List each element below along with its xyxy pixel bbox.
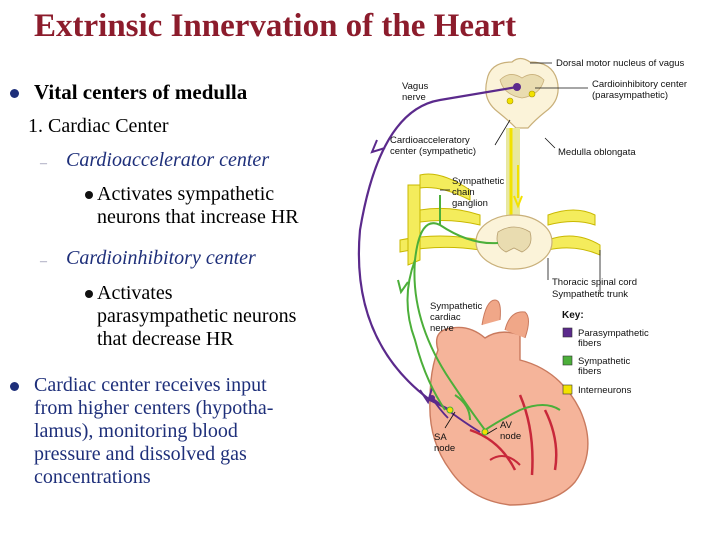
key-label-interneurons: Interneurons bbox=[578, 385, 632, 396]
label-vagus: Vagus nerve bbox=[402, 81, 431, 103]
slide-title: Extrinsic Innervation of the Heart bbox=[34, 8, 517, 44]
dash-marker: – bbox=[40, 156, 47, 171]
medulla-oblongata bbox=[485, 57, 559, 129]
key-label-parasympathetic: Parasympathetic fibers bbox=[578, 328, 651, 349]
arrow-icon bbox=[397, 279, 409, 295]
label-cardioinhibitory: Cardioinhibitory center (parasympathetic… bbox=[592, 79, 690, 101]
bullet-line: lamus), monitoring blood bbox=[34, 420, 238, 442]
label-trunk: Sympathetic trunk bbox=[552, 289, 628, 300]
bullet-line: concentrations bbox=[34, 466, 151, 488]
key-heading: Key: bbox=[562, 310, 584, 321]
bullet-cardiac-input: Cardiac center receives input from highe… bbox=[34, 374, 334, 489]
dash-marker: – bbox=[40, 254, 47, 269]
leader-lines bbox=[440, 62, 601, 435]
sub-cardioinhibitory: Cardioinhibitory center bbox=[66, 247, 256, 269]
label-ganglion: Sympathetic chain ganglion bbox=[452, 176, 507, 209]
bullet-line: from higher centers (hypotha- bbox=[34, 397, 274, 419]
sympathetic-fibers bbox=[406, 195, 561, 431]
key-swatch-sympathetic bbox=[562, 355, 573, 366]
label-thoracic: Thoracic spinal cord bbox=[552, 277, 637, 288]
detail-sympathetic: Activates sympathetic neurons that incre… bbox=[97, 183, 299, 229]
legend-key: Key: Parasympathetic fibers Sympathetic … bbox=[562, 310, 651, 396]
label-av-node: AV node bbox=[500, 420, 521, 442]
label-dorsal-motor: Dorsal motor nucleus of vagus bbox=[556, 58, 685, 69]
key-swatch-parasympathetic bbox=[562, 327, 573, 338]
detail-line: Activates bbox=[97, 282, 173, 304]
bullet-dot bbox=[85, 290, 93, 298]
bullet-dot bbox=[10, 382, 19, 391]
bullet-vital-centers: Vital centers of medulla bbox=[34, 80, 248, 104]
av-node-marker bbox=[481, 428, 489, 436]
arrow-down-icon bbox=[513, 195, 523, 209]
sub-cardioaccelerator: Cardioaccelerator center bbox=[66, 149, 270, 171]
label-sa-node: SA node bbox=[434, 432, 455, 454]
key-label-sympathetic: Sympathetic fibers bbox=[578, 356, 633, 377]
detail-line: neurons that increase HR bbox=[97, 206, 299, 228]
bullet-line: Cardiac center receives input bbox=[34, 374, 267, 396]
arrow-icon bbox=[370, 139, 386, 154]
thoracic-spinal-cord bbox=[475, 214, 553, 270]
bullet-line: pressure and dissolved gas bbox=[34, 443, 247, 465]
label-cardioacceleratory: Cardioacceleratory center (sympathetic) bbox=[390, 135, 476, 157]
detail-line: that decrease HR bbox=[97, 328, 234, 350]
detail-line: Activates sympathetic bbox=[97, 183, 275, 205]
arrow-icon bbox=[419, 387, 433, 405]
label-medulla: Medulla oblongata bbox=[558, 147, 636, 158]
label-cardiac-nerve: Sympathetic cardiac nerve bbox=[430, 301, 485, 334]
sa-node-marker bbox=[446, 406, 454, 414]
bullet-dot bbox=[10, 89, 19, 98]
detail-parasympathetic: Activates parasympathetic neurons that d… bbox=[97, 282, 296, 351]
vagus-fiber bbox=[357, 85, 518, 411]
item-cardiac-center: 1. Cardiac Center bbox=[28, 115, 169, 137]
bullet-dot bbox=[85, 191, 93, 199]
key-swatch-interneurons bbox=[562, 384, 573, 395]
detail-line: parasympathetic neurons bbox=[97, 305, 297, 327]
